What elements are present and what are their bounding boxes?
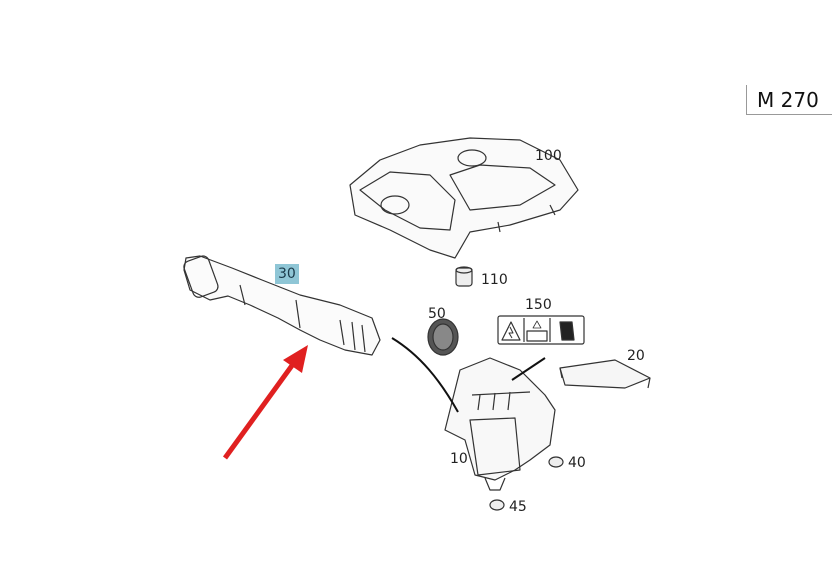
model-label: M 270 (746, 85, 832, 115)
part-label-30[interactable]: 30 (275, 264, 299, 284)
part-label-110[interactable]: 110 (481, 272, 508, 288)
air-filter-housing-drawing (444, 357, 556, 491)
engine-cover-drawing (349, 137, 579, 259)
intake-duct-drawing (183, 255, 381, 356)
mount-45-drawing (489, 499, 505, 511)
part-label-100[interactable]: 100 (535, 148, 562, 164)
part-label-40[interactable]: 40 (568, 455, 586, 471)
part-label-20[interactable]: 20 (627, 348, 645, 364)
leader-line-150 (511, 357, 546, 381)
mount-40-drawing (548, 456, 564, 468)
air-filter-drawing (559, 359, 651, 389)
red-pointer-arrow-icon (222, 345, 308, 460)
part-label-150[interactable]: 150 (525, 297, 552, 313)
grommet-110-drawing (455, 266, 473, 287)
warning-label-drawing (497, 315, 585, 345)
part-label-10[interactable]: 10 (450, 451, 468, 467)
air-mass-sensor-drawing (427, 318, 459, 356)
part-label-50[interactable]: 50 (428, 306, 446, 322)
leader-line-30 (391, 337, 459, 413)
part-label-45[interactable]: 45 (509, 499, 527, 515)
